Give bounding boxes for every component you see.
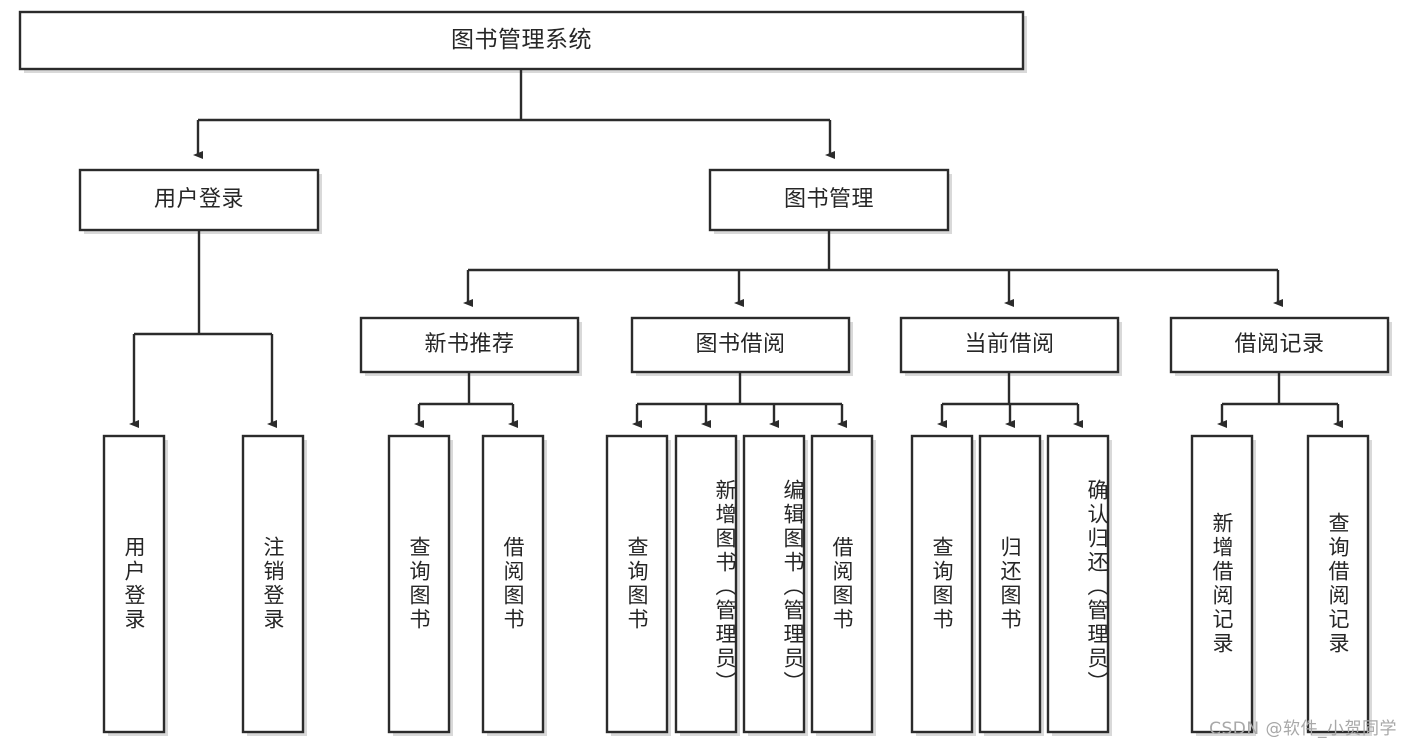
- leaf-borrow-query-book[interactable]: [605, 434, 669, 734]
- node-new-book-recommend[interactable]: [359, 316, 580, 374]
- leaf-current-return-book[interactable]: [978, 434, 1042, 734]
- node-book-borrow[interactable]: [630, 316, 851, 374]
- node-borrow-record[interactable]: [1169, 316, 1390, 374]
- leaf-recommend-borrow-book[interactable]: [481, 434, 545, 734]
- leaf-current-query-book[interactable]: [910, 434, 974, 734]
- node-root-system[interactable]: [18, 10, 1025, 71]
- csdn-watermark: CSDN @软件_小贺同学: [1209, 719, 1397, 739]
- leaf-record-query-record[interactable]: [1306, 434, 1370, 734]
- node-user-login[interactable]: [78, 168, 320, 232]
- leaf-borrow-add-book-admin[interactable]: [674, 434, 738, 734]
- leaf-record-add-record[interactable]: [1190, 434, 1254, 734]
- leaf-user-login[interactable]: [102, 434, 166, 734]
- leaf-borrow-borrow-book[interactable]: [810, 434, 874, 734]
- leaf-user-logout[interactable]: [241, 434, 305, 734]
- leaf-recommend-query-book[interactable]: [387, 434, 451, 734]
- node-current-borrow[interactable]: [899, 316, 1120, 374]
- leaf-borrow-edit-book-admin[interactable]: [742, 434, 806, 734]
- leaf-current-confirm-return-admin[interactable]: [1046, 434, 1110, 734]
- node-book-management[interactable]: [708, 168, 950, 232]
